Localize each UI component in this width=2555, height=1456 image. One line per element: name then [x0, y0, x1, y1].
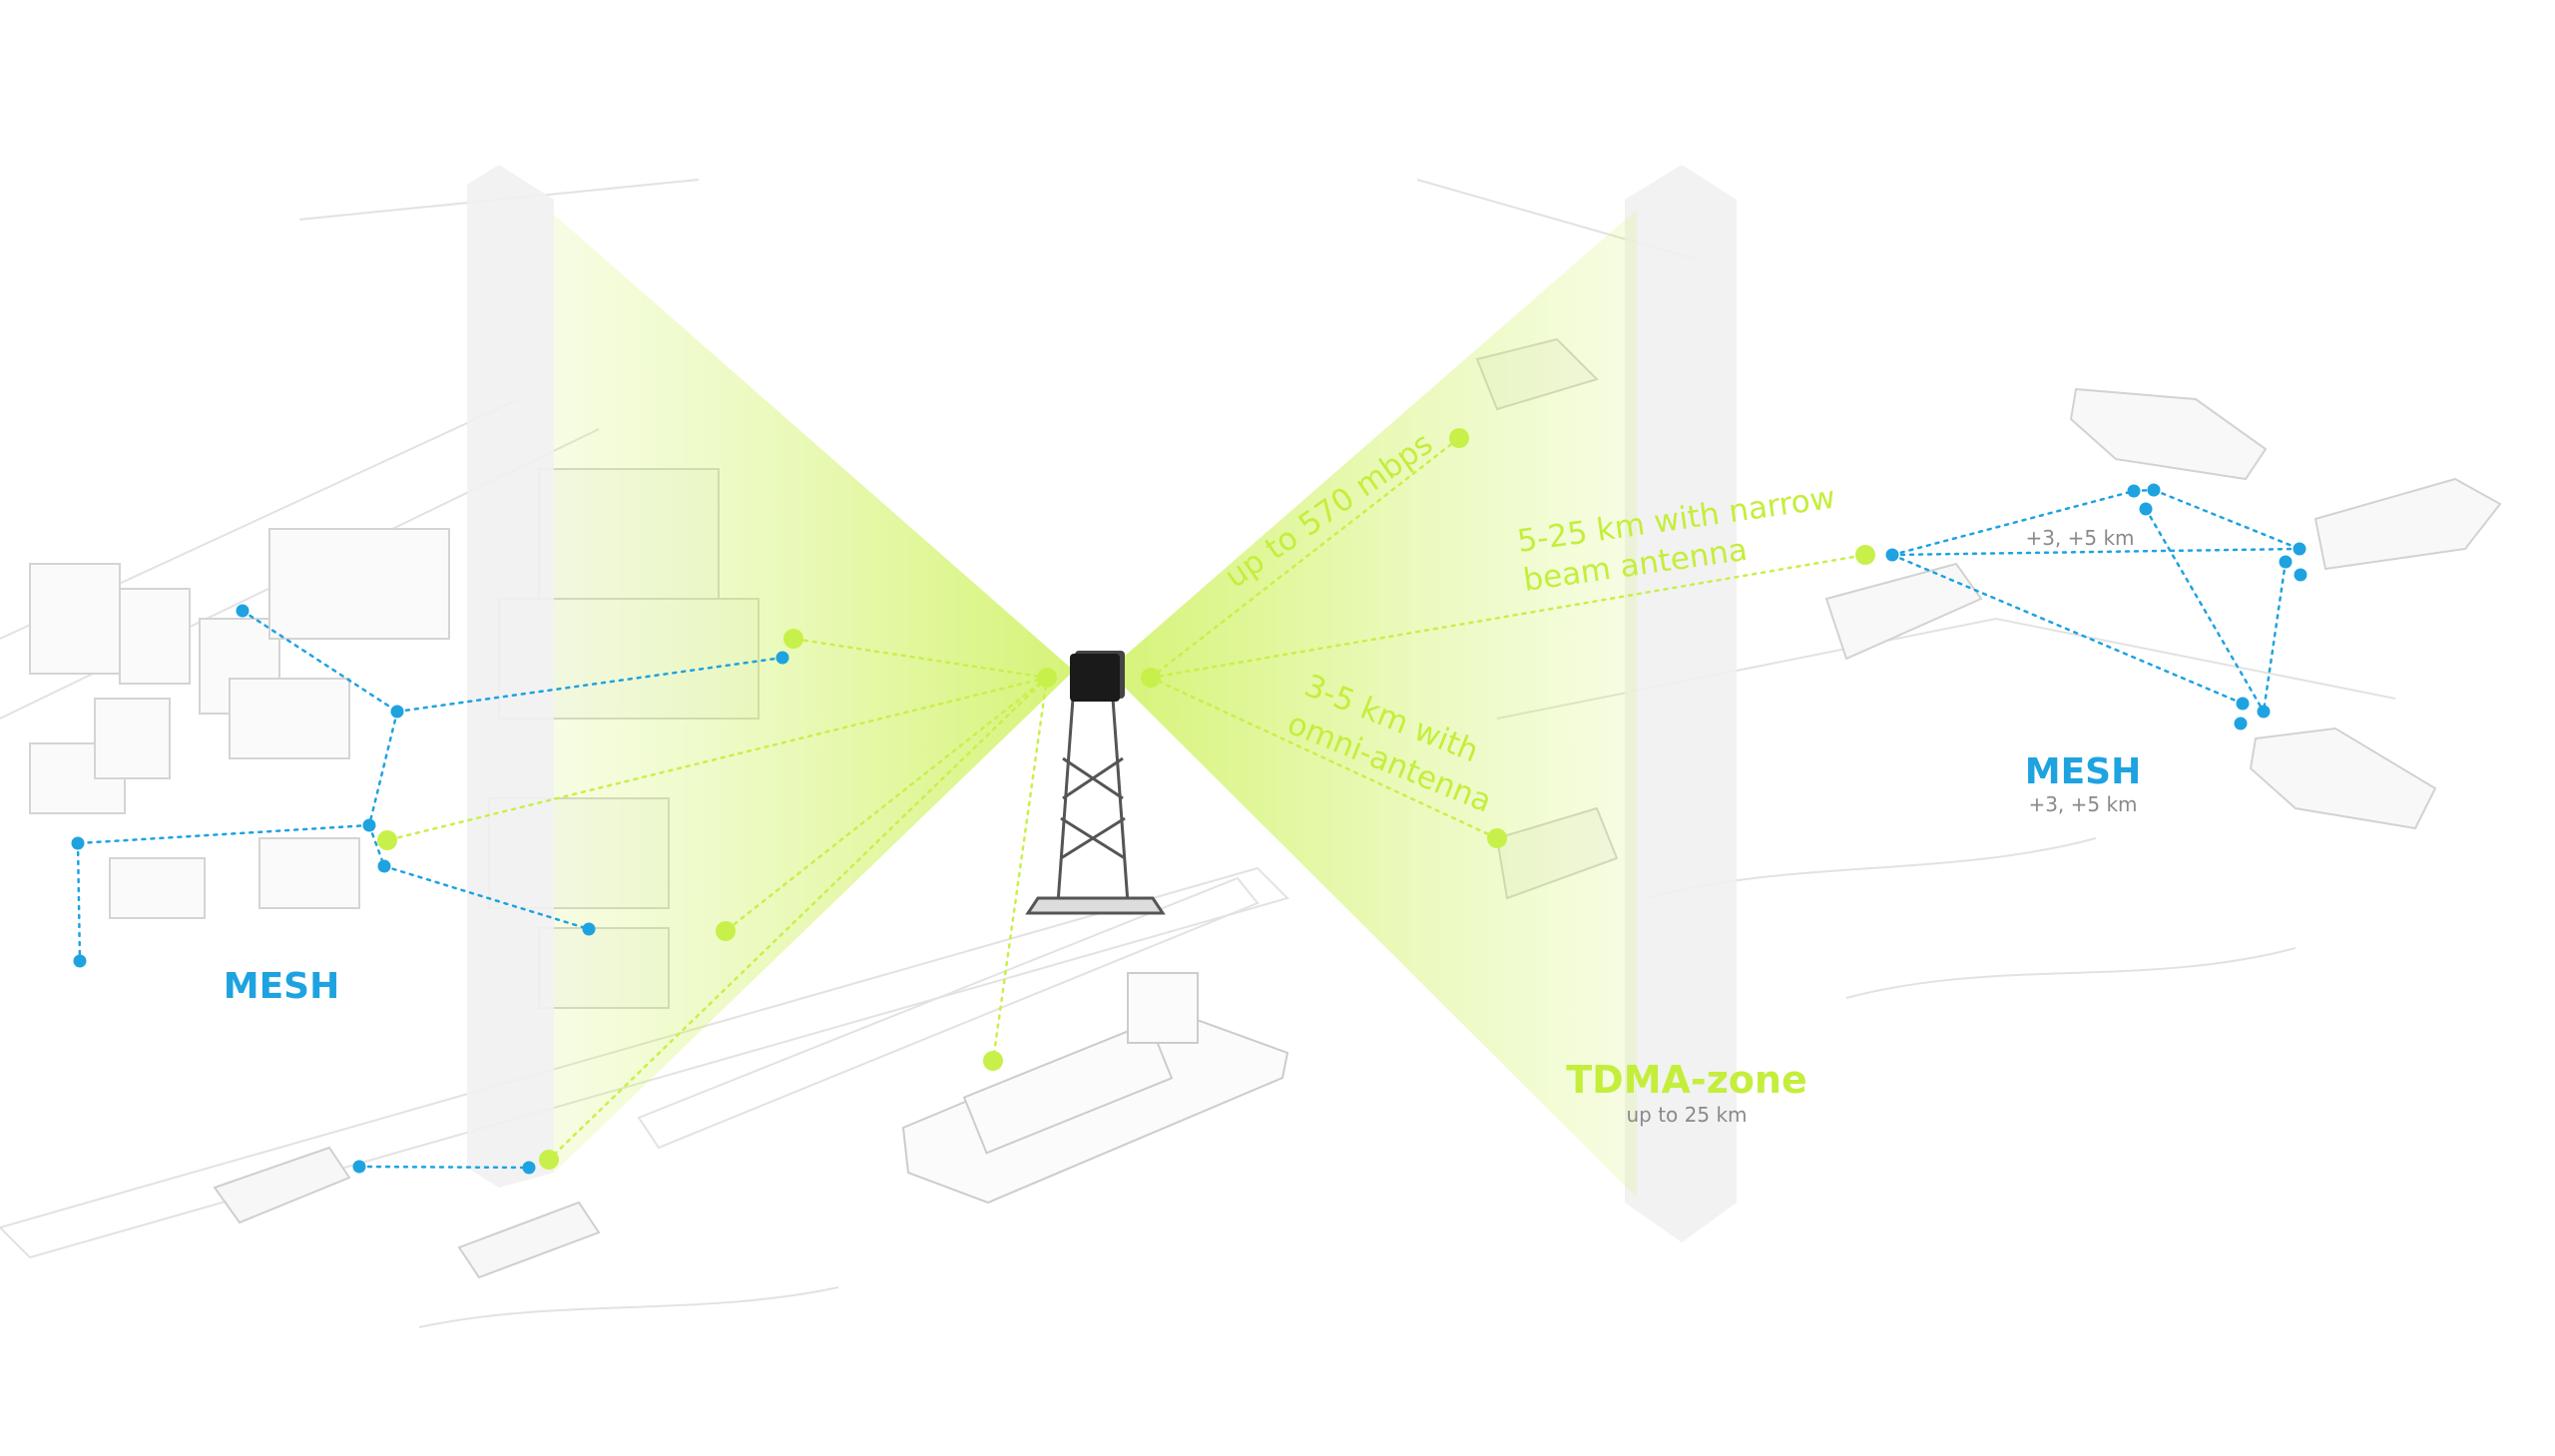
green-link	[1149, 553, 1867, 680]
mesh-right-range: +3, +5 km	[2028, 792, 2137, 816]
mesh-left-label: MESH	[224, 966, 339, 1007]
mesh-node	[2234, 717, 2248, 730]
mesh-link	[76, 823, 371, 845]
mesh-node	[522, 1161, 536, 1175]
tdma-zone-title: TDMA-zone	[1566, 1058, 1807, 1102]
green-node	[1487, 828, 1507, 848]
mesh-node	[775, 651, 789, 665]
mesh-node	[377, 859, 391, 873]
ship-icon	[213, 1146, 601, 1279]
mesh-node	[1885, 548, 1899, 562]
green-link	[1149, 676, 1499, 840]
green-node	[983, 1051, 1003, 1071]
mesh-link	[367, 710, 399, 827]
mesh-link	[1890, 553, 2245, 706]
left-coverage-fan	[554, 215, 1074, 1173]
mesh-node	[2147, 483, 2161, 497]
mesh-node	[390, 705, 404, 719]
mesh-link	[241, 609, 399, 714]
mesh-link	[382, 864, 591, 931]
green-node	[1449, 428, 1469, 448]
green-node	[1037, 668, 1057, 688]
green-link	[724, 676, 1049, 933]
mesh-node	[2293, 542, 2306, 556]
mesh-node	[582, 922, 596, 936]
mesh-node	[2139, 502, 2153, 516]
mesh-node	[2279, 555, 2293, 569]
mesh-link	[2152, 488, 2301, 551]
mesh-link	[395, 656, 784, 714]
ship-icon	[901, 972, 1289, 1205]
mesh-cluster-range: +3, +5 km	[2025, 526, 2134, 550]
green-link	[791, 637, 1049, 680]
green-node	[539, 1150, 559, 1170]
mesh-link	[1890, 489, 2136, 557]
mesh-node	[2236, 697, 2250, 711]
mesh-link	[2262, 560, 2288, 714]
green-link	[547, 676, 1049, 1162]
mesh-right-label: MESH	[2025, 751, 2141, 792]
tdma-zone-range: up to 25 km	[1626, 1103, 1747, 1127]
green-link	[385, 676, 1049, 842]
green-node	[716, 921, 736, 941]
mesh-node	[73, 954, 87, 968]
green-node	[1141, 668, 1161, 688]
green-link	[1149, 436, 1461, 680]
green-link	[991, 676, 1049, 1063]
mesh-node	[362, 818, 376, 832]
mesh-node	[71, 836, 85, 850]
green-node	[783, 629, 803, 649]
mesh-node	[2127, 484, 2141, 498]
mesh-node	[2294, 568, 2307, 582]
mesh-node	[352, 1160, 366, 1174]
right-coverage-pillar	[1625, 165, 1737, 1242]
mesh-node	[2257, 705, 2271, 719]
mesh-link	[357, 1165, 531, 1170]
green-node	[1855, 545, 1875, 565]
mesh-link	[76, 841, 82, 963]
mesh-node	[236, 604, 250, 618]
mesh-links	[76, 488, 2301, 1170]
green-node	[377, 830, 397, 850]
network-nodes	[71, 428, 2307, 1175]
right-coverage-fan	[1108, 210, 1637, 1198]
green-links	[385, 436, 1867, 1162]
left-coverage-pillar	[467, 165, 554, 1188]
radio-base-station-icon	[1070, 651, 1125, 702]
mesh-link	[2144, 507, 2266, 714]
antenna-tower-icon	[1025, 698, 1166, 915]
mesh-link	[367, 823, 386, 868]
